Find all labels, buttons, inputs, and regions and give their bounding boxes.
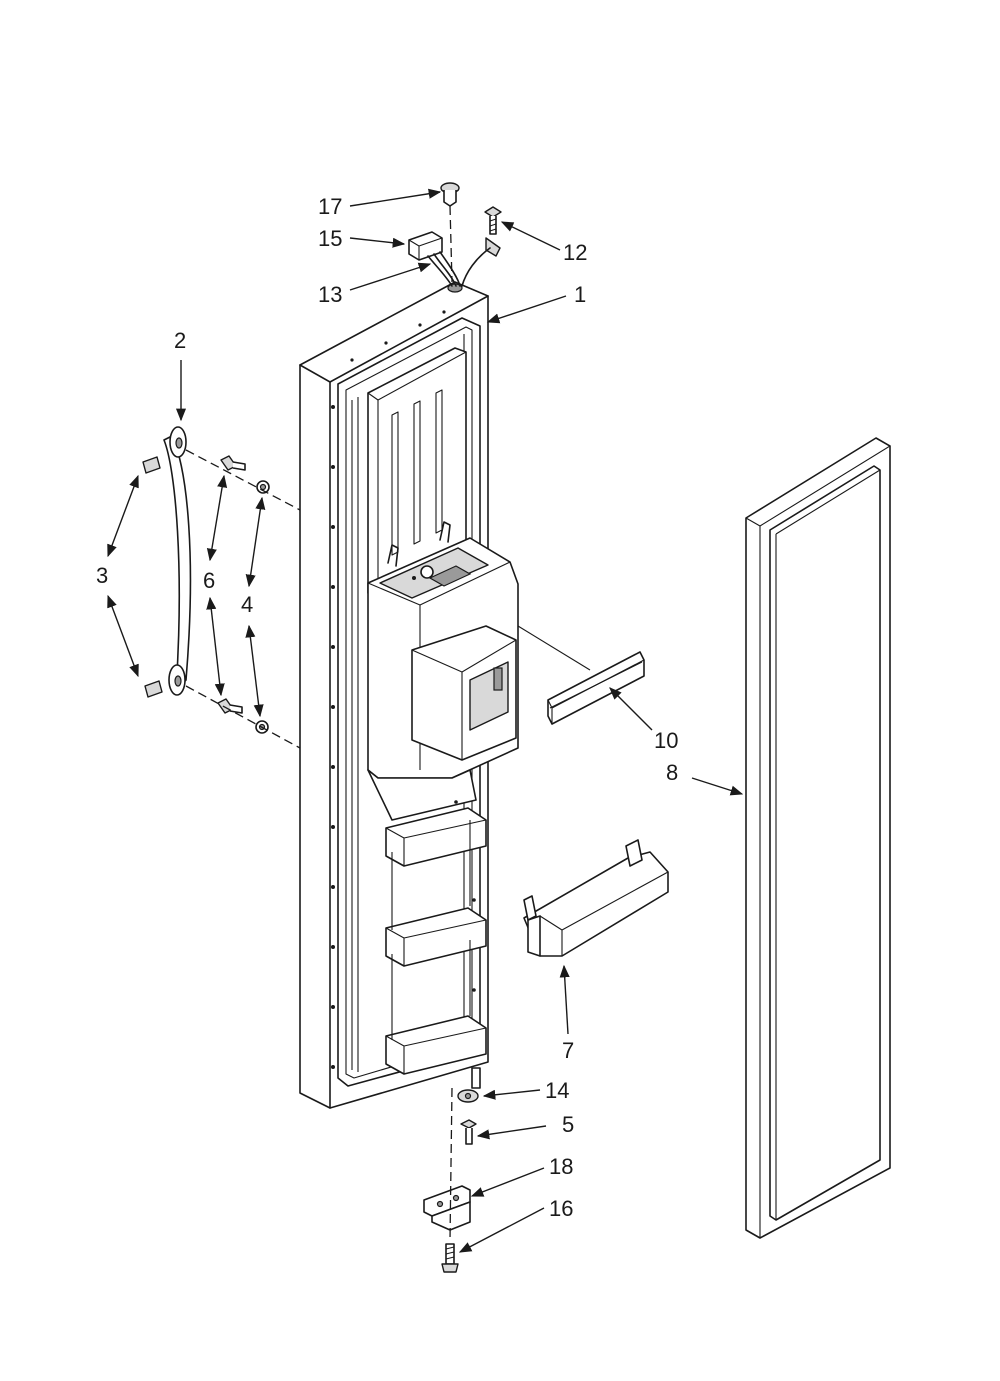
callout-15: 15	[318, 226, 342, 251]
part-5-screw	[460, 1119, 477, 1145]
door-bins	[385, 800, 487, 1075]
part-18-plug	[440, 182, 460, 207]
callout-1: 1	[574, 282, 586, 307]
door-rivets	[331, 310, 446, 1069]
callout-8: 8	[666, 760, 678, 785]
part-15-connector	[408, 231, 443, 261]
callout-4: 4	[241, 592, 253, 617]
callout-17: 18	[549, 1154, 573, 1179]
part-17-hinge-bracket	[423, 1185, 471, 1231]
part-6-screws	[217, 455, 246, 714]
part-13-wire-harness	[427, 247, 491, 287]
part-12-screw	[484, 206, 502, 257]
callout-7: 7	[562, 1038, 574, 1063]
freezer-door-assembly	[299, 281, 519, 1109]
callout-3: 3	[96, 563, 108, 588]
part-16-screw	[441, 1243, 459, 1273]
part-3-studs	[142, 456, 163, 698]
part-2-handle	[163, 426, 192, 696]
part-8-gasket	[745, 437, 891, 1239]
callout-16: 16	[549, 1196, 573, 1221]
callout-labels: 17 15 13 12 1 2 3 6 4 10 8 7 14 5 18 16	[96, 194, 678, 1221]
part-4-plugs	[255, 480, 270, 734]
callout-2: 2	[174, 328, 186, 353]
callout-5: 5	[562, 1112, 574, 1137]
leader-arrows	[107, 188, 744, 1253]
callout-6: 6	[203, 568, 215, 593]
callout-10: 10	[654, 728, 678, 753]
part-14-hinge-pin	[457, 1067, 481, 1103]
part-10-trim	[547, 651, 645, 725]
callout-18: 17	[318, 194, 342, 219]
callout-13: 13	[318, 282, 342, 307]
callout-14: 14	[545, 1078, 569, 1103]
part-7-bin	[523, 839, 669, 957]
callout-12: 12	[563, 240, 587, 265]
